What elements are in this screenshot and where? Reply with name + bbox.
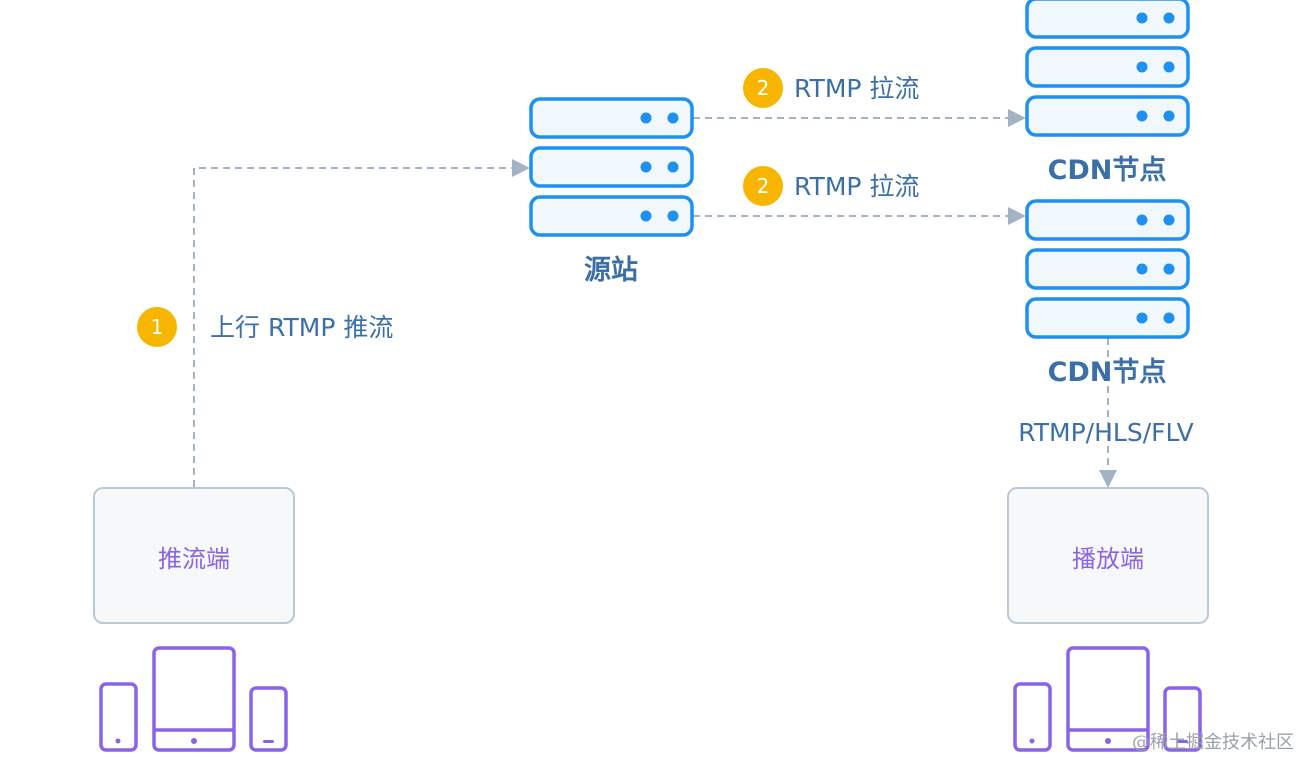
server-unit	[529, 146, 694, 188]
server-stack-icon	[1025, 199, 1190, 339]
server-unit	[1025, 95, 1190, 137]
server-unit	[529, 97, 694, 139]
pusher-label: 推流端	[158, 545, 230, 573]
step-badge: 1	[137, 307, 177, 347]
server-stack-icon	[529, 97, 694, 237]
server-unit	[1025, 46, 1190, 88]
step-badge: 2	[743, 68, 783, 108]
pull-bottom-label: RTMP 拉流	[794, 172, 919, 201]
pusher-box: 推流端	[93, 487, 295, 624]
cdn-bottom-label: CDN节点	[1048, 357, 1167, 388]
step-badge: 2	[743, 166, 783, 206]
deliver-label: RTMP/HLS/FLV	[1018, 418, 1194, 447]
devices-icon	[1013, 646, 1202, 752]
svg-text:2: 2	[757, 174, 770, 198]
server-unit	[1025, 248, 1190, 290]
watermark: @稀土掘金技术社区	[1132, 732, 1294, 753]
edge-pull-top	[693, 109, 1026, 127]
server-unit	[1025, 0, 1190, 39]
player-box: 播放端	[1007, 487, 1209, 624]
push-label: 上行 RTMP 推流	[210, 313, 393, 342]
edge-pull-bottom	[693, 207, 1026, 225]
edge-deliver	[1099, 338, 1117, 488]
cdn-top-label: CDN节点	[1048, 155, 1167, 186]
svg-text:1: 1	[151, 315, 164, 339]
player-label: 播放端	[1072, 545, 1144, 573]
svg-text:2: 2	[757, 76, 770, 100]
server-unit	[529, 195, 694, 237]
server-unit	[1025, 199, 1190, 241]
origin-label: 源站	[584, 255, 638, 286]
server-unit	[1025, 297, 1190, 339]
pull-top-label: RTMP 拉流	[794, 74, 919, 103]
server-stack-icon	[1025, 0, 1190, 137]
devices-icon	[99, 646, 288, 752]
edge-push	[193, 159, 530, 487]
